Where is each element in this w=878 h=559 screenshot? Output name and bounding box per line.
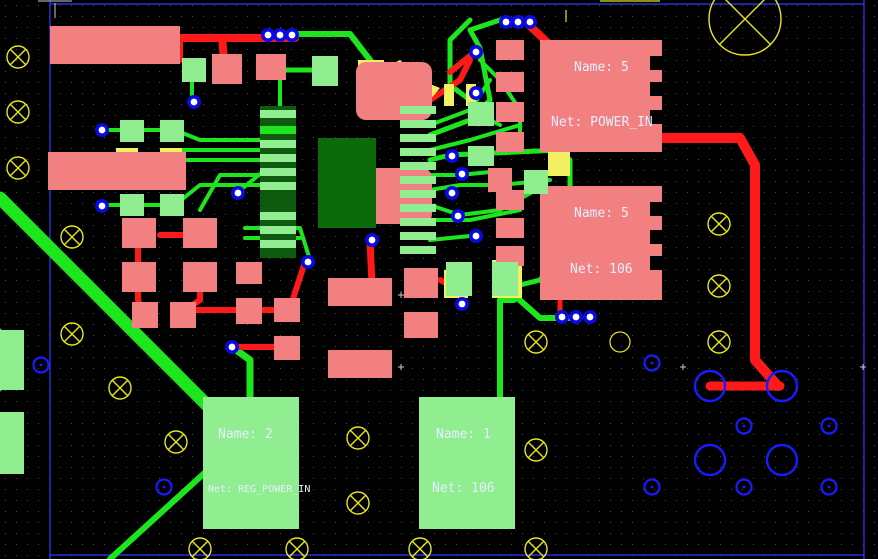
through-holes	[32, 354, 838, 496]
board-outline	[49, 0, 865, 559]
bottom-pads	[0, 56, 548, 529]
pad-2-net-label: Net: REG_POWER_IN	[208, 484, 311, 495]
pad-5b-name-label: Name: 5	[574, 206, 629, 221]
pad-1-net-label: Net: 106	[432, 481, 495, 496]
corner-marker	[38, 0, 72, 18]
pad-5-name-label: Name: 5	[574, 60, 629, 75]
pad-2-name-label: Name: 2	[218, 427, 273, 442]
large-mounting-hole	[708, 0, 782, 56]
ic-left-pins	[260, 106, 296, 258]
silkscreen-marks	[565, 0, 660, 353]
silk-plus-marks	[398, 292, 866, 370]
pad-5-net-label: Net: POWER_IN	[551, 115, 653, 130]
pad-5b-net-label: Net: 106	[570, 262, 633, 277]
ic-thermal-pad	[318, 138, 376, 228]
pad-notches	[650, 56, 662, 270]
ic-right-pins	[400, 106, 436, 254]
pad-1-name-label: Name: 1	[436, 427, 491, 442]
